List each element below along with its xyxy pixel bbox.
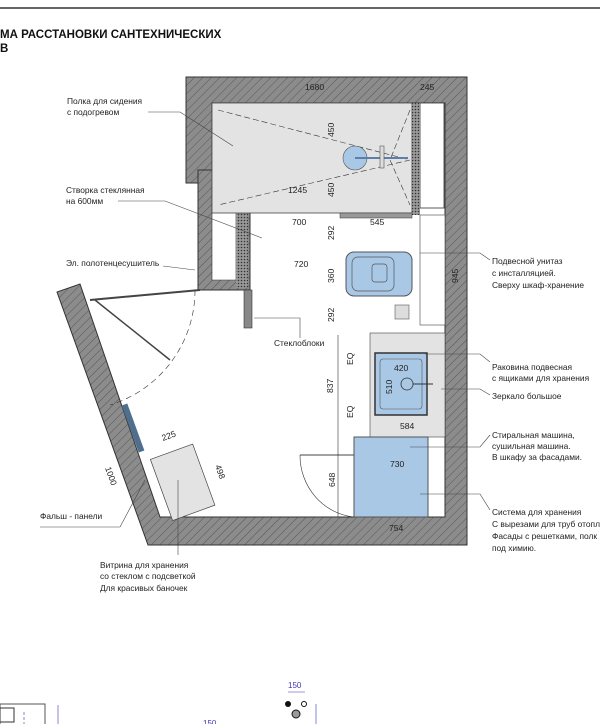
svg-text:360: 360 [326,268,336,283]
showcase [149,443,216,521]
dimensions: 1680 245 450 450 1245 700 545 292 720 36… [103,82,460,533]
callout-washer: Стиральная машина,сушильная машина.В шка… [492,430,582,462]
svg-text:150: 150 [203,719,217,724]
svg-text:945: 945 [450,268,460,283]
drawing-title-line2: В [0,43,8,55]
svg-text:730: 730 [390,459,405,469]
svg-text:498: 498 [213,463,227,480]
toilet [345,251,413,297]
callout-mirror: Зеркало большое [492,391,562,401]
svg-text:510: 510 [384,379,394,394]
svg-text:700: 700 [292,217,307,227]
callout-towel-dryer: Эл. полотенцесушитель [66,258,160,268]
svg-text:720: 720 [294,259,309,269]
svg-text:754: 754 [389,523,404,533]
callout-false-panels: Фальш - панели [40,511,103,521]
svg-text:1245: 1245 [288,185,307,195]
svg-text:450: 450 [326,122,336,137]
svg-text:450: 450 [326,182,336,197]
svg-text:292: 292 [326,307,336,322]
svg-text:EQ: EQ [345,352,355,365]
svg-text:245: 245 [420,82,435,92]
svg-text:420: 420 [394,363,409,373]
svg-text:1000: 1000 [103,465,119,487]
svg-text:545: 545 [370,217,385,227]
svg-text:584: 584 [400,421,415,431]
washer-cabinet [353,436,429,518]
svg-text:225: 225 [160,429,177,443]
svg-text:1680: 1680 [305,82,324,92]
svg-text:292: 292 [326,225,336,240]
leader-lines [40,111,491,555]
svg-text:EQ: EQ [345,405,355,418]
detail-drawings: 150 150 [0,681,317,724]
storage-niche [419,102,445,209]
svg-text:150: 150 [288,681,302,690]
callout-glass-blocks: Стеклоблоки [274,338,325,348]
svg-text:837: 837 [325,378,335,393]
svg-text:648: 648 [327,472,337,487]
drawing-title-line1: МА РАССТАНОВКИ САНТЕХНИЧЕСКИХ [0,29,222,41]
glass-block-wall [243,289,253,329]
